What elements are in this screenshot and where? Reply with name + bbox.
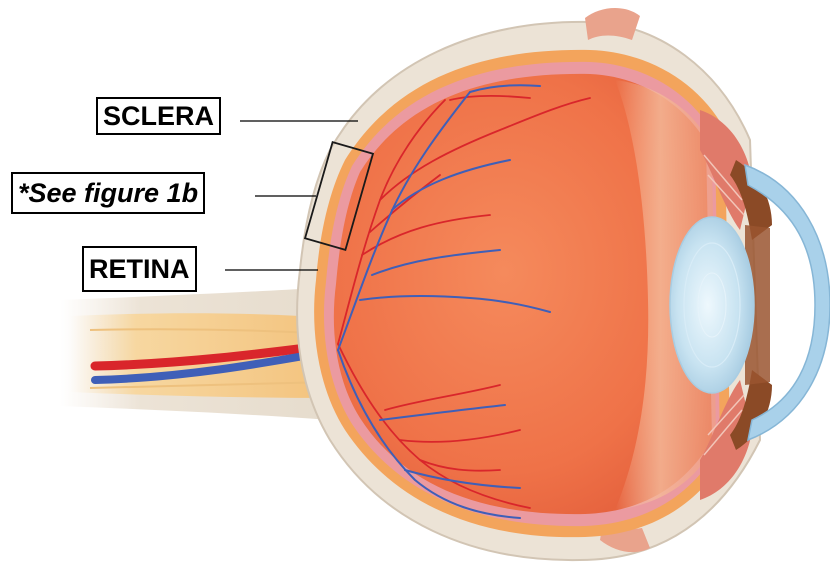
sclera-label: SCLERA <box>96 97 221 135</box>
see-figure-1b-label: *See figure 1b <box>11 172 205 214</box>
retina-label: RETINA <box>82 246 197 292</box>
